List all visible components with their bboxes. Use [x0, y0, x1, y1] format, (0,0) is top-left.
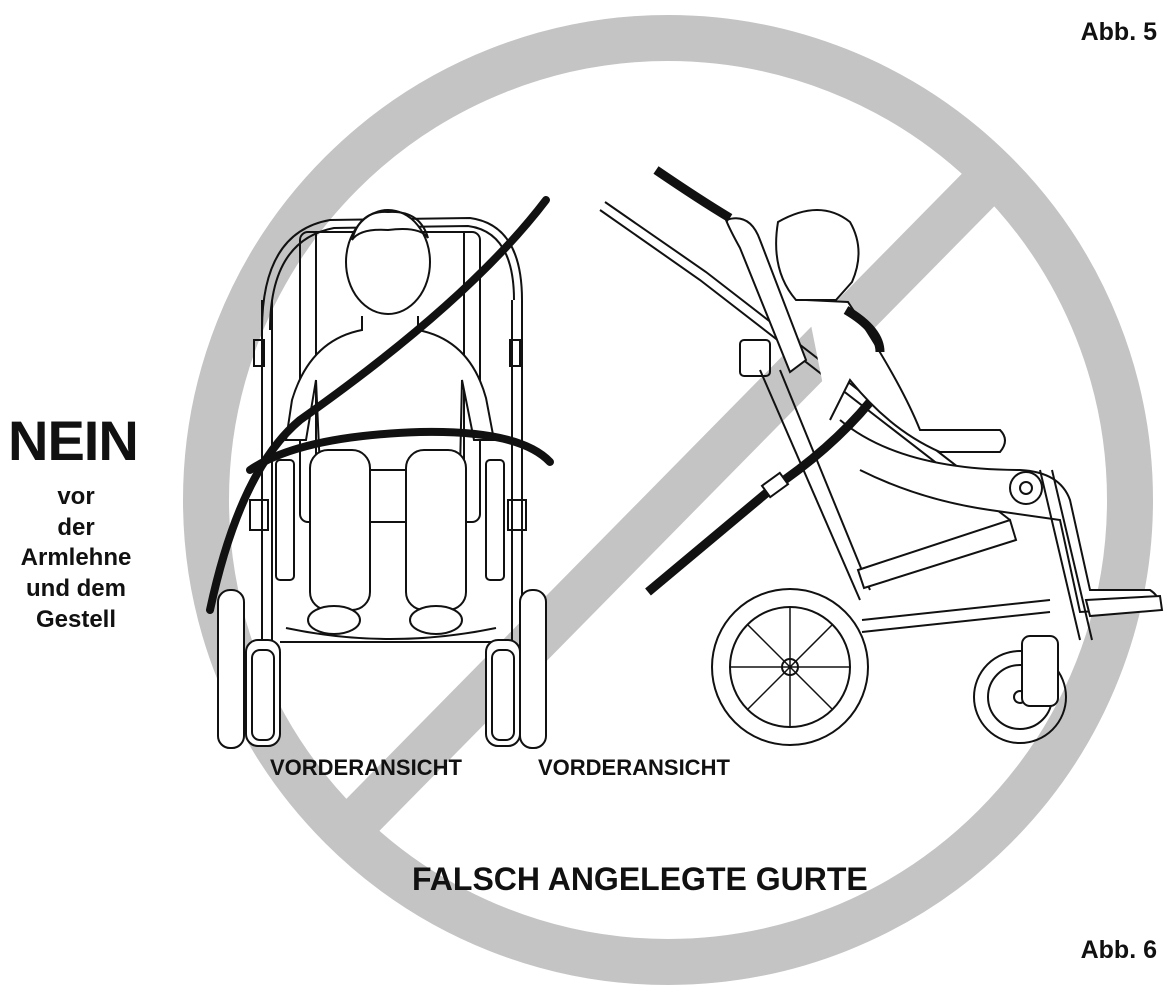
- warning-line: Gestell: [35, 605, 117, 633]
- figure-label-top: Abb. 5: [1080, 18, 1157, 46]
- prohibition-sign: [183, 15, 1153, 985]
- warning-line: und dem: [26, 575, 126, 603]
- view-label-front: VORDERANSICHT: [270, 755, 462, 780]
- warning-line: Armlehne: [20, 544, 132, 572]
- view-label-side: VORDERANSICHT: [538, 755, 730, 780]
- stroller-side-view: [599, 201, 1164, 746]
- warning-description: vor der Armlehne und dem Gestell: [0, 482, 152, 636]
- warning-heading: NEIN: [8, 409, 139, 472]
- straps-front-view: [206, 196, 554, 614]
- figure-label-bottom: Abb. 6: [1080, 936, 1157, 964]
- strap-buckle: [760, 471, 790, 499]
- warning-line: der: [57, 513, 95, 541]
- warning-line: vor: [57, 483, 95, 510]
- stroller-front-view: [217, 209, 547, 749]
- caption: FALSCH ANGELEGTE GURTE: [412, 861, 868, 897]
